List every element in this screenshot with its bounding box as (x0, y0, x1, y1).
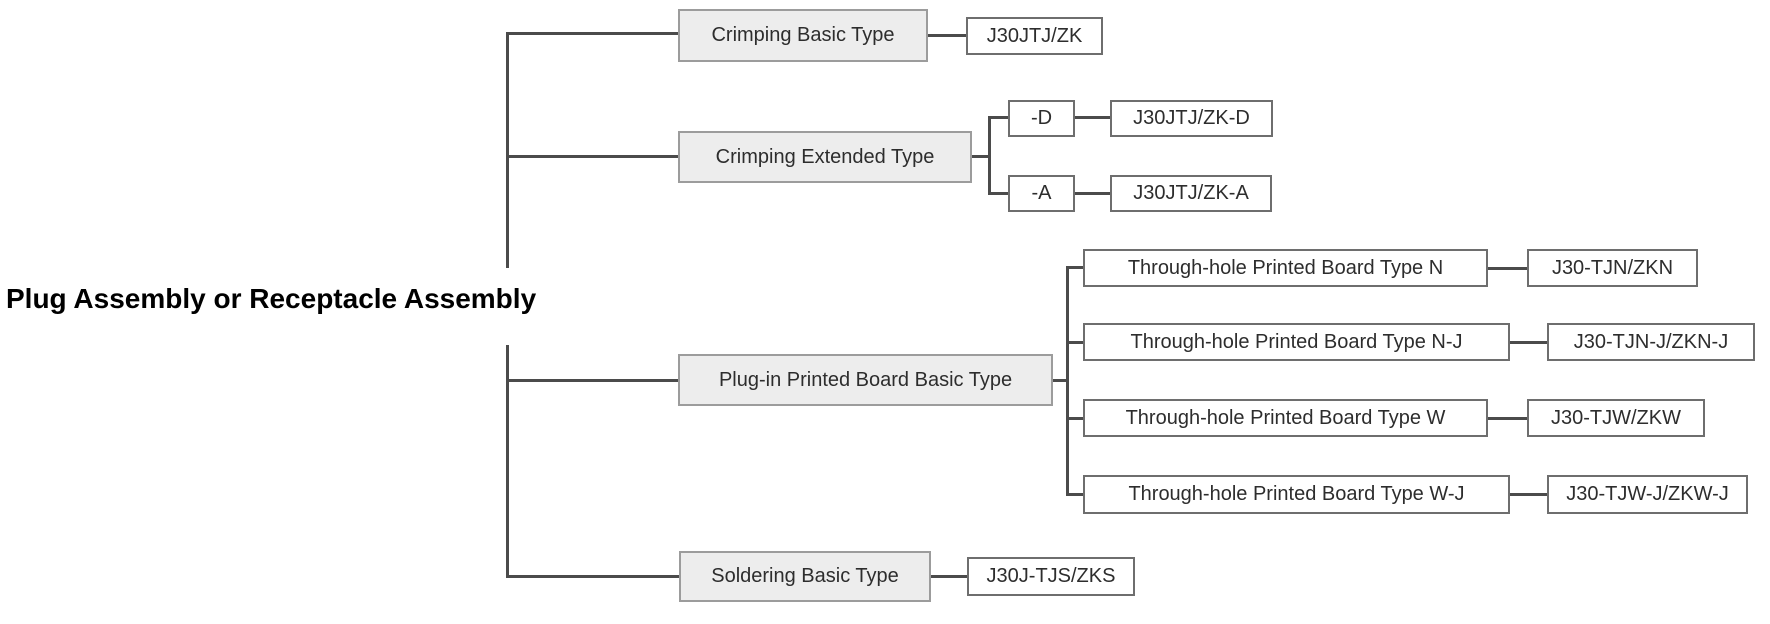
connector-split-to-type-w-j (1066, 493, 1085, 496)
connector-type-n-j-to-part (1508, 341, 1549, 344)
connector-split-to-suffix-d (988, 116, 1010, 119)
connector-crimping-extended-split (988, 116, 991, 195)
connector-trunk-lower (506, 345, 509, 578)
connector-branch-soldering (506, 575, 681, 578)
connector-branch-crimping-extended (506, 155, 681, 158)
connector-crimping-extended-stub (970, 155, 991, 158)
root-label: Plug Assembly or Receptacle Assembly (6, 283, 537, 314)
connector-suffix-a-to-part (1073, 192, 1112, 195)
connector-split-to-suffix-a (988, 192, 1010, 195)
node-suffix-a: -A (1008, 175, 1075, 212)
node-part-j30-tjw-zkw: J30-TJW/ZKW (1527, 399, 1705, 437)
node-through-hole-type-n: Through-hole Printed Board Type N (1083, 249, 1488, 287)
connector-type-w-j-to-part (1508, 493, 1549, 496)
node-part-j30-tjn-zkn: J30-TJN/ZKN (1527, 249, 1698, 287)
node-crimping-extended-type: Crimping Extended Type (678, 131, 972, 183)
node-part-j30-tjn-j-zkn-j: J30-TJN-J/ZKN-J (1547, 323, 1755, 361)
node-part-j30jtj-zk-a: J30JTJ/ZK-A (1110, 175, 1272, 212)
node-part-j30-tjw-j-zkw-j: J30-TJW-J/ZKW-J (1547, 475, 1748, 514)
node-crimping-basic-type: Crimping Basic Type (678, 9, 928, 62)
connector-type-w-to-part (1486, 417, 1529, 420)
connector-branch-plug-in (506, 379, 681, 382)
node-part-j30jtj-zk-d: J30JTJ/ZK-D (1110, 100, 1273, 137)
connector-branch-crimping-basic (506, 32, 681, 35)
node-through-hole-type-n-j: Through-hole Printed Board Type N-J (1083, 323, 1510, 361)
node-part-j30j-tjs-zks: J30J-TJS/ZKS (967, 557, 1135, 596)
connector-split-to-type-n-j (1066, 341, 1085, 344)
node-through-hole-type-w: Through-hole Printed Board Type W (1083, 399, 1488, 437)
node-plug-in-printed-board-basic: Plug-in Printed Board Basic Type (678, 354, 1053, 406)
connector-plug-in-stub (1051, 379, 1068, 382)
connector-crimping-basic-to-part (926, 34, 968, 37)
connector-suffix-d-to-part (1073, 116, 1112, 119)
connector-soldering-to-part (929, 575, 969, 578)
node-part-j30jtj-zk: J30JTJ/ZK (966, 17, 1103, 55)
connector-type-n-to-part (1486, 267, 1529, 270)
connector-split-to-type-w (1066, 417, 1085, 420)
connector-plug-in-split (1066, 266, 1069, 496)
node-soldering-basic-type: Soldering Basic Type (679, 551, 931, 602)
connector-split-to-type-n (1066, 266, 1085, 269)
node-through-hole-type-w-j: Through-hole Printed Board Type W-J (1083, 475, 1510, 514)
connector-trunk-upper (506, 33, 509, 268)
node-suffix-d: -D (1008, 100, 1075, 137)
